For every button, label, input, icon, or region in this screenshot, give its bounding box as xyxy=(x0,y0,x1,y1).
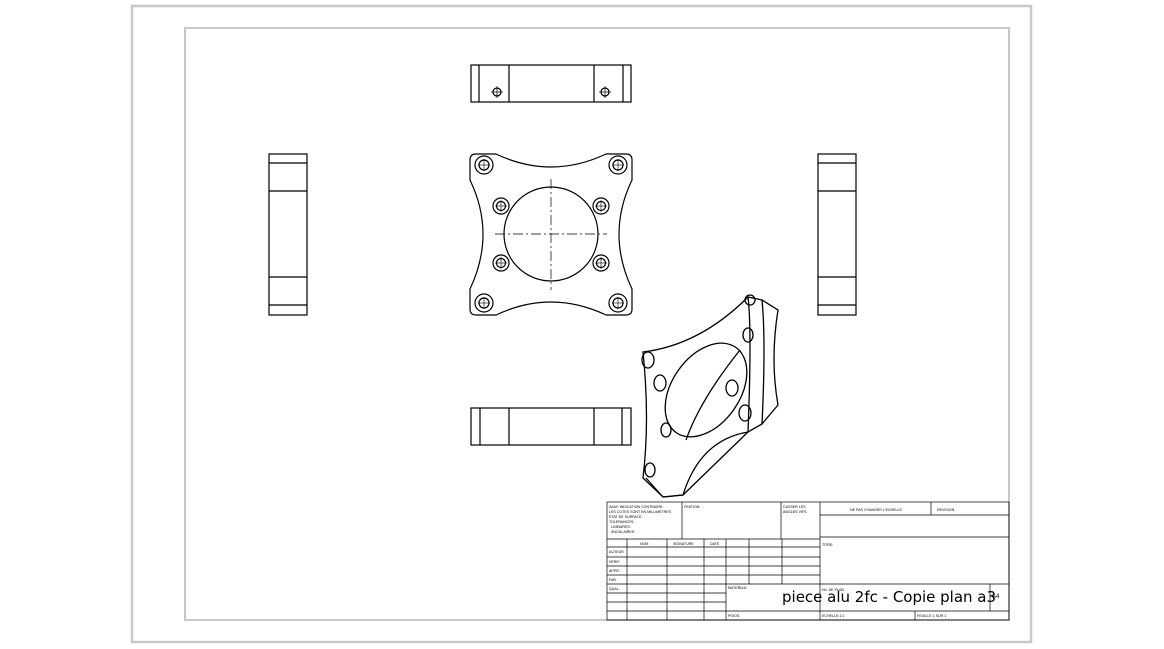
casser-label-2: ANGLES VIFS xyxy=(783,510,807,514)
note-line: ANGULAIRES: xyxy=(611,530,635,534)
title-block xyxy=(606,501,1010,621)
header-signature: SIGNATURE xyxy=(673,542,694,546)
bottom-view xyxy=(470,407,632,446)
role-appr: APPR. xyxy=(609,569,620,573)
role-fab: FAB. xyxy=(609,578,617,582)
titre-label: TITRE: xyxy=(822,543,833,547)
drawing-title: piece alu 2fc - Copie plan a3 xyxy=(782,588,996,606)
note-line: LES COTES SONT EN MILLIMETRES xyxy=(609,510,672,514)
plan-number-label: No. DE PLAN xyxy=(822,588,844,592)
inner-frame xyxy=(184,27,1010,621)
role-auteur: AUTEUR xyxy=(609,550,624,554)
role-qual: QUAL. xyxy=(609,587,620,591)
poids-label: POIDS: xyxy=(728,614,740,618)
finition-label: FINITION: xyxy=(684,505,700,509)
role-verif: VERIF. xyxy=(609,560,620,564)
note-line: LINEAIRES: xyxy=(611,525,631,529)
materiau-label: MATERIAU: xyxy=(728,586,747,590)
note-line: SAUF INDICATION CONTRAIRE: xyxy=(609,505,663,509)
note-line: ETAT DE SURFACE: xyxy=(609,515,643,519)
format-label: A4 xyxy=(992,594,1000,600)
isometric-view xyxy=(641,294,779,498)
casser-label-1: CASSER LES xyxy=(783,505,806,509)
header-date: DATE xyxy=(710,542,720,546)
echelle-label: ECHELLE:1:2 xyxy=(822,614,844,618)
feuille-label: FEUILLE 1 SUR 1 xyxy=(917,614,946,618)
header-nom: NOM xyxy=(640,542,648,546)
title-block-text: SAUF INDICATION CONTRAIRE: LES COTES SON… xyxy=(609,505,1000,618)
left-view xyxy=(268,153,308,316)
top-view xyxy=(470,64,632,103)
right-view xyxy=(817,153,857,316)
note-line: TOLERANCES: xyxy=(609,520,634,524)
outer-frame xyxy=(130,4,1033,644)
revision-label: REVISION xyxy=(937,508,955,512)
front-view xyxy=(469,153,633,316)
do-not-scale-label: NE PAS CHANGER L'ECHELLE xyxy=(850,508,903,512)
